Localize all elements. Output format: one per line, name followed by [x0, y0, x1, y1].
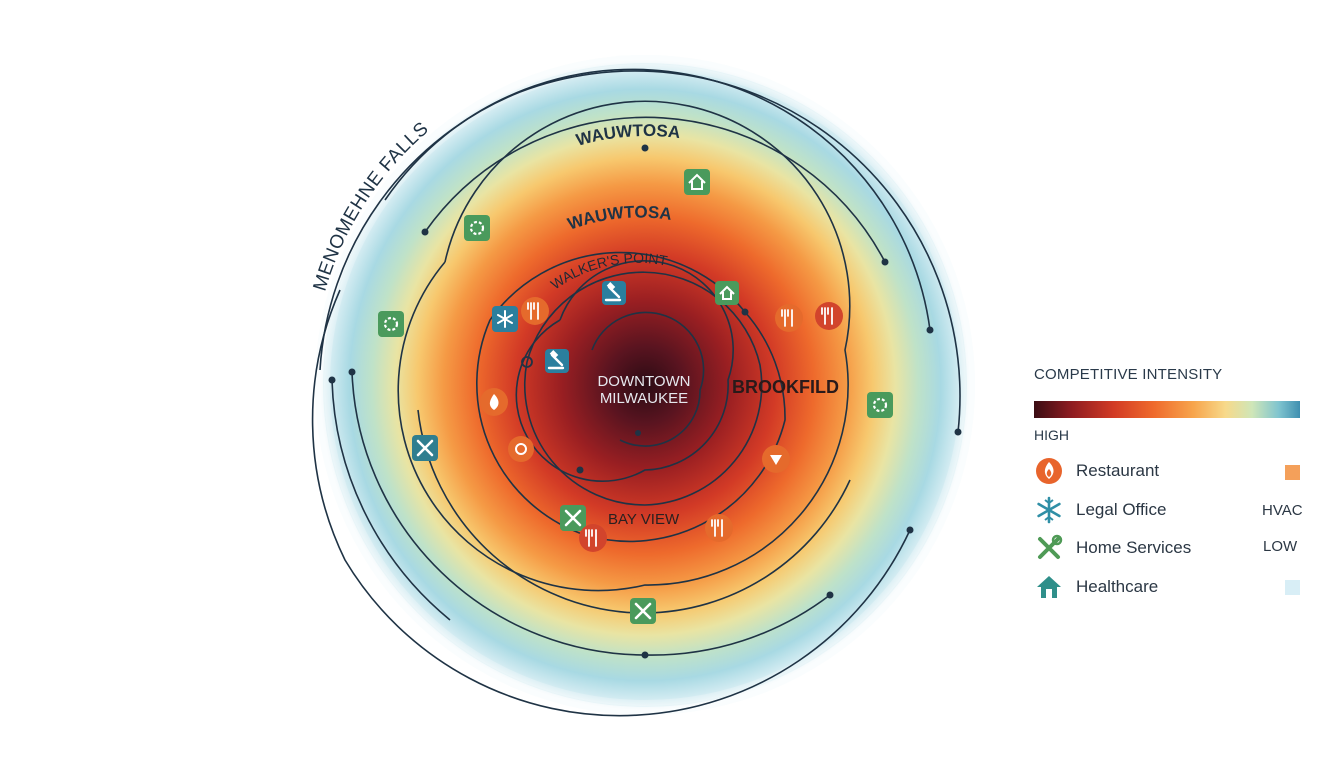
restaurant-marker-icon[interactable] [521, 297, 549, 325]
home-services-marker-icon[interactable] [464, 215, 490, 241]
legend-label: Healthcare [1076, 577, 1159, 596]
center-label-downtown: DOWNTOWN [597, 373, 690, 390]
label-bay-view: BAY VIEW [608, 511, 680, 528]
tools-marker-icon[interactable] [412, 435, 438, 461]
legend-item-restaurant[interactable]: Restaurant [1034, 458, 1304, 484]
legend-item-home-services[interactable]: Home Services [1034, 534, 1304, 561]
legend-title: COMPETITIVE INTENSITY [1034, 366, 1223, 383]
flame-marker-icon[interactable] [480, 388, 508, 416]
snowflake-icon [1034, 496, 1064, 524]
center-label-milwaukee: MILWAUKEE [600, 390, 688, 407]
gavel-marker-icon[interactable] [545, 349, 569, 373]
house-icon [1034, 574, 1064, 600]
healthcare-marker-icon[interactable] [684, 169, 710, 195]
legend-item-healthcare[interactable]: Healthcare [1034, 574, 1304, 600]
legend-swatch-low [1285, 580, 1300, 595]
legend-label: Legal Office [1076, 500, 1167, 519]
restaurant-marker-icon[interactable] [705, 514, 733, 542]
legend-swatch-high [1285, 465, 1300, 480]
restaurant-marker-icon[interactable] [579, 524, 607, 552]
legend: COMPETITIVE INTENSITY HIGH Restaurant Le… [1034, 366, 1304, 598]
flame-marker-icon[interactable] [508, 436, 534, 462]
flame-icon [1034, 458, 1064, 484]
legend-low-label: LOW [1263, 538, 1298, 555]
home-services-marker-icon[interactable] [378, 311, 404, 337]
home-services-marker-icon[interactable] [867, 392, 893, 418]
intensity-gradient-bar [1034, 401, 1300, 418]
tools-icon [1034, 534, 1064, 561]
legend-item-legal-office[interactable]: Legal Office [1034, 496, 1304, 524]
legend-label: Restaurant [1076, 461, 1160, 480]
legend-label: Home Services [1076, 538, 1192, 557]
gavel-marker-icon[interactable] [602, 281, 626, 305]
snowflake-marker-icon[interactable] [492, 306, 518, 332]
label-brookfield: BROOKFILD [732, 377, 839, 397]
legend-hvac-label: HVAC [1262, 502, 1303, 519]
healthcare-marker-icon[interactable] [715, 281, 739, 305]
tools-marker-icon[interactable] [560, 505, 586, 531]
restaurant-marker-icon[interactable] [775, 304, 803, 332]
restaurant-marker-icon[interactable] [762, 445, 790, 473]
tools-marker-icon[interactable] [630, 598, 656, 624]
business-markers [378, 169, 893, 624]
legend-high-label: HIGH [1034, 427, 1069, 443]
restaurant-marker-icon[interactable] [815, 302, 843, 330]
